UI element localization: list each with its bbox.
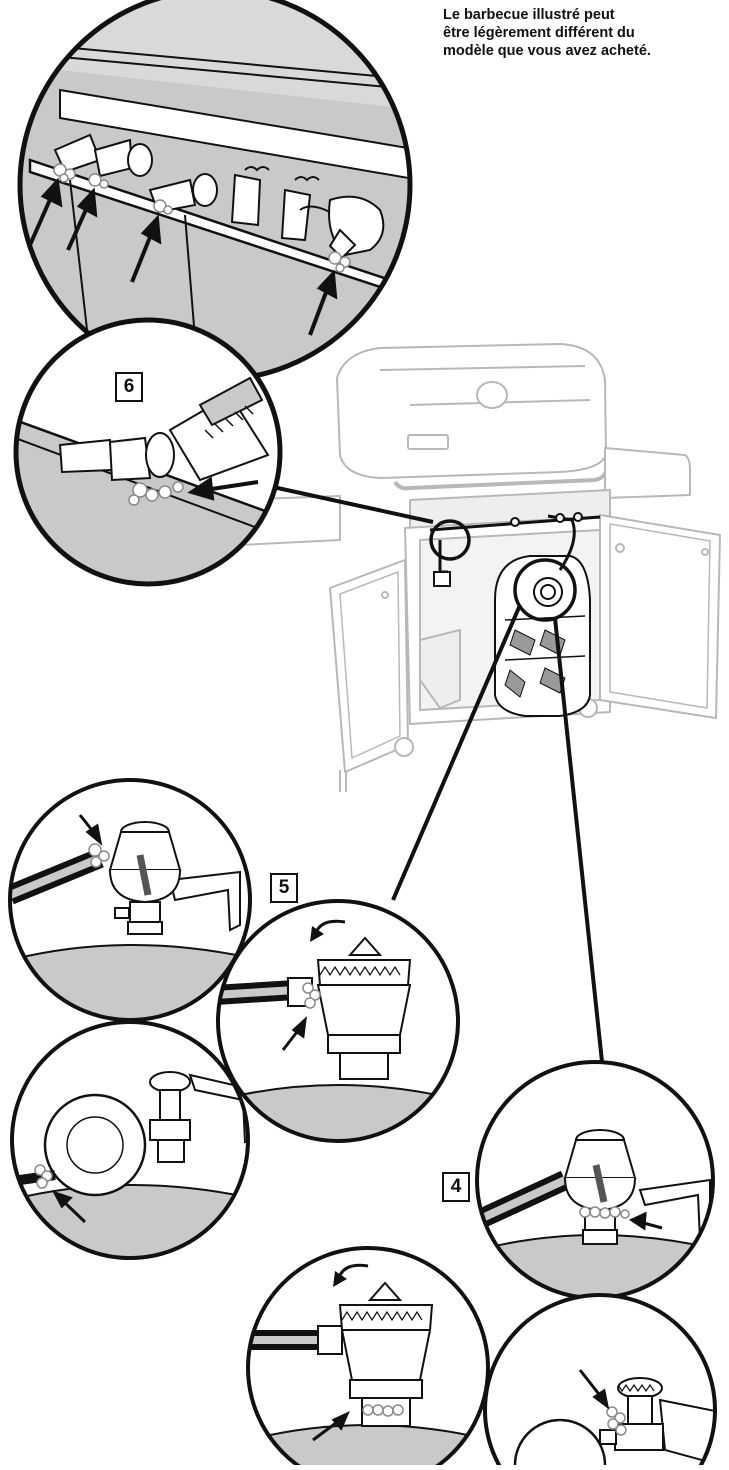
thermometer-icon [476, 381, 508, 409]
propane-tank [429, 512, 601, 717]
arrow-icon [331, 1411, 350, 1431]
manifold-detail [17, 0, 413, 383]
arrow-icon [130, 231, 154, 283]
disclaimer-note: Le barbecue illustré peut être légèremen… [443, 6, 723, 60]
disclaimer-line: modèle que vous avez acheté. [443, 43, 651, 59]
arrow-icon [28, 194, 54, 246]
step-5-badge: 5 [270, 873, 298, 903]
step4-detail [246, 1246, 490, 1470]
grill-illustration [228, 343, 721, 792]
arrow-icon [76, 187, 98, 218]
arrow-icon [40, 177, 63, 208]
step-4-badge: 4 [442, 1172, 470, 1202]
regulator-detail-c [475, 1060, 715, 1300]
arrow-icon [291, 1016, 307, 1039]
arrow-icon [592, 1388, 610, 1410]
arrow-icon [187, 476, 215, 501]
valve-detail-d [483, 1293, 717, 1470]
arrow-icon [308, 286, 330, 336]
arrow-icon [204, 480, 259, 492]
arrow-icon [140, 214, 162, 245]
arrow-icon [51, 1190, 73, 1209]
brand-plate [407, 434, 449, 450]
arrow-icon [316, 269, 338, 300]
arrow-icon [628, 1211, 647, 1231]
callout-leaders [272, 485, 607, 1091]
regulator-detail-a [8, 778, 252, 1022]
step5-detail [216, 899, 460, 1143]
step6-detail [13, 317, 283, 587]
disclaimer-line: Le barbecue illustré peut [443, 7, 615, 23]
step-6-badge: 6 [115, 372, 143, 402]
disclaimer-line: être légèrement différent du [443, 25, 635, 41]
arrow-icon [85, 823, 103, 846]
arrow-icon [66, 204, 90, 251]
valve-detail-b [10, 1020, 250, 1260]
